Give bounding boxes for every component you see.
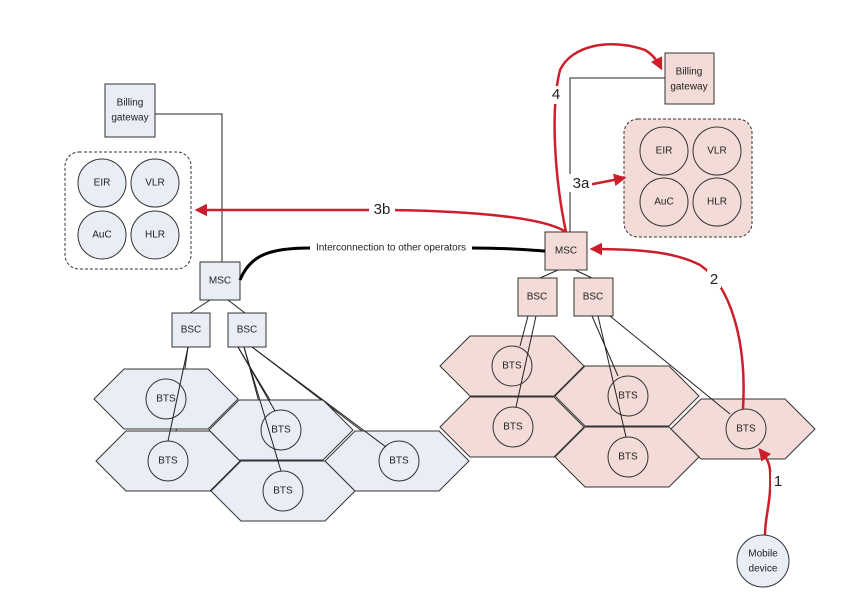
step-4-label: 4 [552, 86, 560, 103]
cell-left-4: BTS [210, 460, 356, 522]
database-cluster-left: EIR VLR AuC HLR [64, 151, 192, 270]
auc-node-right [639, 177, 689, 227]
cell-right-4: BTS [554, 426, 700, 488]
vlr-label-left: VLR [145, 178, 164, 189]
billing-gateway-left-label-1: Billing [117, 98, 144, 109]
interconnection-label: Interconnection to other operators [316, 243, 466, 254]
bscr1-bts-line-a [519, 315, 529, 347]
bscr1-bts-line-b [515, 315, 537, 408]
cell-right-5: BTS [670, 398, 816, 460]
bscr2-bts-line-c [609, 315, 731, 415]
bsc-right-2: BSC [573, 277, 614, 317]
auc-label-right: AuC [654, 197, 673, 208]
mobile-device: Mobile device [736, 534, 790, 588]
bts-label-right-2: BTS [503, 422, 523, 433]
auc-label-left: AuC [92, 230, 111, 241]
msc-left-label: MSC [209, 276, 231, 287]
bts-label-left-3: BTS [271, 425, 291, 436]
msc-bsc1-line-right [539, 269, 559, 279]
interconnection: Interconnection to other operators [238, 243, 546, 281]
eir-node-left [77, 158, 127, 208]
bts-label-left-1: BTS [156, 394, 176, 405]
bsc-right-2-label: BSC [583, 292, 604, 303]
billing-gateway-right: Billing gateway [664, 52, 715, 105]
msc-right: MSC [544, 231, 588, 271]
right-network: Billing gateway EIR VLR AuC HLR MSC BSC [439, 52, 816, 488]
arrow-step-3a [587, 173, 627, 187]
database-cluster-right: EIR VLR AuC HLR [623, 118, 753, 238]
bsc-left-1-label: BSC [181, 325, 202, 336]
hlr-label-right: HLR [707, 197, 727, 208]
cell-right-3: BTS [554, 365, 700, 427]
right-cells: BTS BTS BTS BTS BTS [439, 315, 816, 488]
bts-label-left-5: BTS [389, 456, 409, 467]
billing-gateway-right-label-2: gateway [670, 82, 707, 93]
cell-left-5: BTS [324, 430, 470, 492]
cell-left-1: BTS [93, 368, 239, 430]
billing-gateway-left: Billing gateway [104, 83, 156, 138]
arrow-step-2 [589, 242, 745, 410]
bts-label-right-1: BTS [502, 361, 522, 372]
arrow-step-1 [758, 448, 772, 536]
hlr-node-right [692, 177, 742, 227]
vlr-node-left [130, 158, 180, 208]
step-3b-label: 3b [374, 201, 391, 218]
cell-left-3: BTS [208, 399, 354, 461]
signal-arrows: 1 2 3a 3b 4 [194, 43, 785, 536]
msc-left: MSC [199, 261, 241, 301]
cell-right-2: BTS [439, 396, 585, 458]
hlr-node-left [130, 210, 180, 260]
arrow-step-4 [553, 43, 663, 233]
billing-msc-line-left [155, 113, 223, 262]
msc-bsc1-line-left [189, 299, 211, 314]
eir-label-right: EIR [656, 146, 673, 157]
cell-right-1: BTS [439, 335, 585, 397]
billing-gateway-right-label-1: Billing [676, 67, 703, 78]
msc-right-label: MSC [555, 246, 577, 257]
bts-label-right-3: BTS [618, 391, 638, 402]
bts-label-left-4: BTS [273, 486, 293, 497]
bsc-left-2-label: BSC [237, 325, 258, 336]
vlr-label-right: VLR [707, 146, 726, 157]
left-network: Billing gateway EIR VLR AuC HLR MSC BSC [64, 83, 470, 522]
eir-node-right [639, 126, 689, 176]
billing-gateway-left-label-2: gateway [111, 113, 148, 124]
bscr2-bts-line-b [597, 315, 627, 438]
bsc-left-1: BSC [171, 312, 211, 348]
left-cells: BTS BTS BTS BTS BTS [93, 346, 470, 522]
vlr-node-right [692, 126, 742, 176]
bsc-right-1: BSC [517, 277, 558, 317]
step-2-label: 2 [710, 271, 718, 288]
auc-node-left [77, 210, 127, 260]
bsc-left-2: BSC [227, 312, 267, 348]
mobile-device-label-1: Mobile [748, 549, 778, 560]
hlr-label-left: HLR [145, 230, 165, 241]
msc-bsc2-line-right [574, 269, 593, 279]
mobile-device-label-2: device [749, 564, 778, 575]
bts-label-right-5: BTS [736, 424, 756, 435]
msc-bsc2-line-left [227, 299, 246, 314]
bts-label-left-2: BTS [158, 456, 178, 467]
bts-label-right-4: BTS [618, 452, 638, 463]
step-3a-label: 3a [573, 175, 590, 192]
eir-label-left: EIR [94, 178, 111, 189]
bsc-right-1-label: BSC [527, 292, 548, 303]
step-1-label: 1 [774, 473, 782, 490]
